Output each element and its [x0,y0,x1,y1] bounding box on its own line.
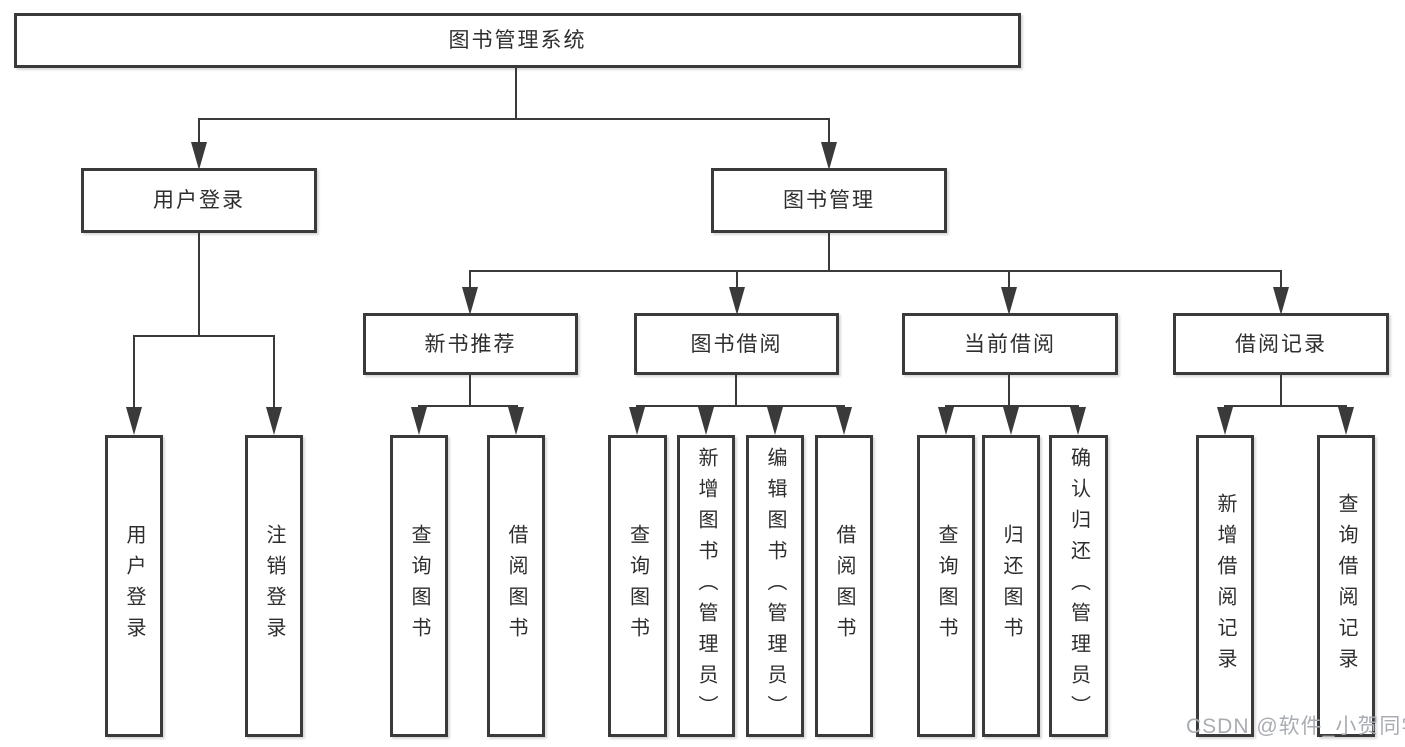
leaf-add-borrow-record: 新增借阅记录 [1196,435,1254,737]
connector-new-book-branch [418,405,518,407]
connector-borrowing-stub [735,375,737,405]
node-book-borrowing: 图书借阅 [634,313,839,375]
connector-user-login-branch [133,335,275,337]
arrow-down-icon [729,287,745,315]
connector-shaft [273,335,275,409]
arrow-down-icon [1273,287,1289,315]
connector-shaft [828,118,830,144]
connector-new-book-stub [469,375,471,405]
leaf-logout: 注销登录 [245,435,303,737]
arrow-down-icon [1217,407,1233,435]
connector-shaft [1008,270,1010,289]
leaf-query-books-borrowing: 查询图书 [608,435,667,737]
connector-user-login-stub [198,233,200,335]
arrow-down-icon [1338,407,1354,435]
connector-book-mgmt-branch [469,270,1282,272]
arrow-down-icon [821,142,837,170]
connector-borrowing-branch [636,405,845,407]
arrow-down-icon [191,142,207,170]
leaf-query-borrow-record: 查询借阅记录 [1317,435,1375,737]
connector-shaft [1280,270,1282,289]
arrow-down-icon [1070,407,1086,435]
node-user-login: 用户登录 [81,168,317,233]
watermark-text: CSDN @软件_小贺同学 [1186,715,1405,738]
arrow-down-icon [938,407,954,435]
leaf-user-login: 用户登录 [105,435,163,737]
node-root: 图书管理系统 [14,13,1021,68]
arrow-down-icon [266,407,282,435]
leaf-borrow-books-recommend: 借阅图书 [487,435,545,737]
arrow-down-icon [508,407,524,435]
connector-shaft [469,270,471,289]
connector-root-branch [198,118,830,120]
leaf-add-book-admin: 新增图书（管理员） [677,435,735,737]
connector-book-mgmt-stub [828,233,830,270]
connector-records-stub [1280,375,1282,405]
arrow-down-icon [462,287,478,315]
connector-root-stub [515,68,517,118]
node-book-management: 图书管理 [711,168,947,233]
leaf-edit-book-admin: 编辑图书（管理员） [746,435,804,737]
connector-shaft [198,118,200,144]
arrow-down-icon [836,407,852,435]
arrow-down-icon [698,407,714,435]
connector-records-branch [1224,405,1347,407]
leaf-confirm-return-admin: 确认归还（管理员） [1049,435,1108,737]
node-current-borrowing: 当前借阅 [902,313,1118,375]
connector-shaft [133,335,135,409]
node-new-book-recommend: 新书推荐 [363,313,578,375]
node-borrow-records: 借阅记录 [1173,313,1389,375]
arrow-down-icon [1003,407,1019,435]
arrow-down-icon [1001,287,1017,315]
leaf-query-books-recommend: 查询图书 [390,435,448,737]
connector-current-stub [1008,375,1010,405]
leaf-query-books-current: 查询图书 [917,435,975,737]
arrow-down-icon [629,407,645,435]
leaf-return-book: 归还图书 [982,435,1040,737]
connector-shaft [736,270,738,289]
arrow-down-icon [411,407,427,435]
arrow-down-icon [767,407,783,435]
leaf-borrow-books-borrowing: 借阅图书 [815,435,873,737]
arrow-down-icon [126,407,142,435]
connector-current-branch [945,405,1079,407]
